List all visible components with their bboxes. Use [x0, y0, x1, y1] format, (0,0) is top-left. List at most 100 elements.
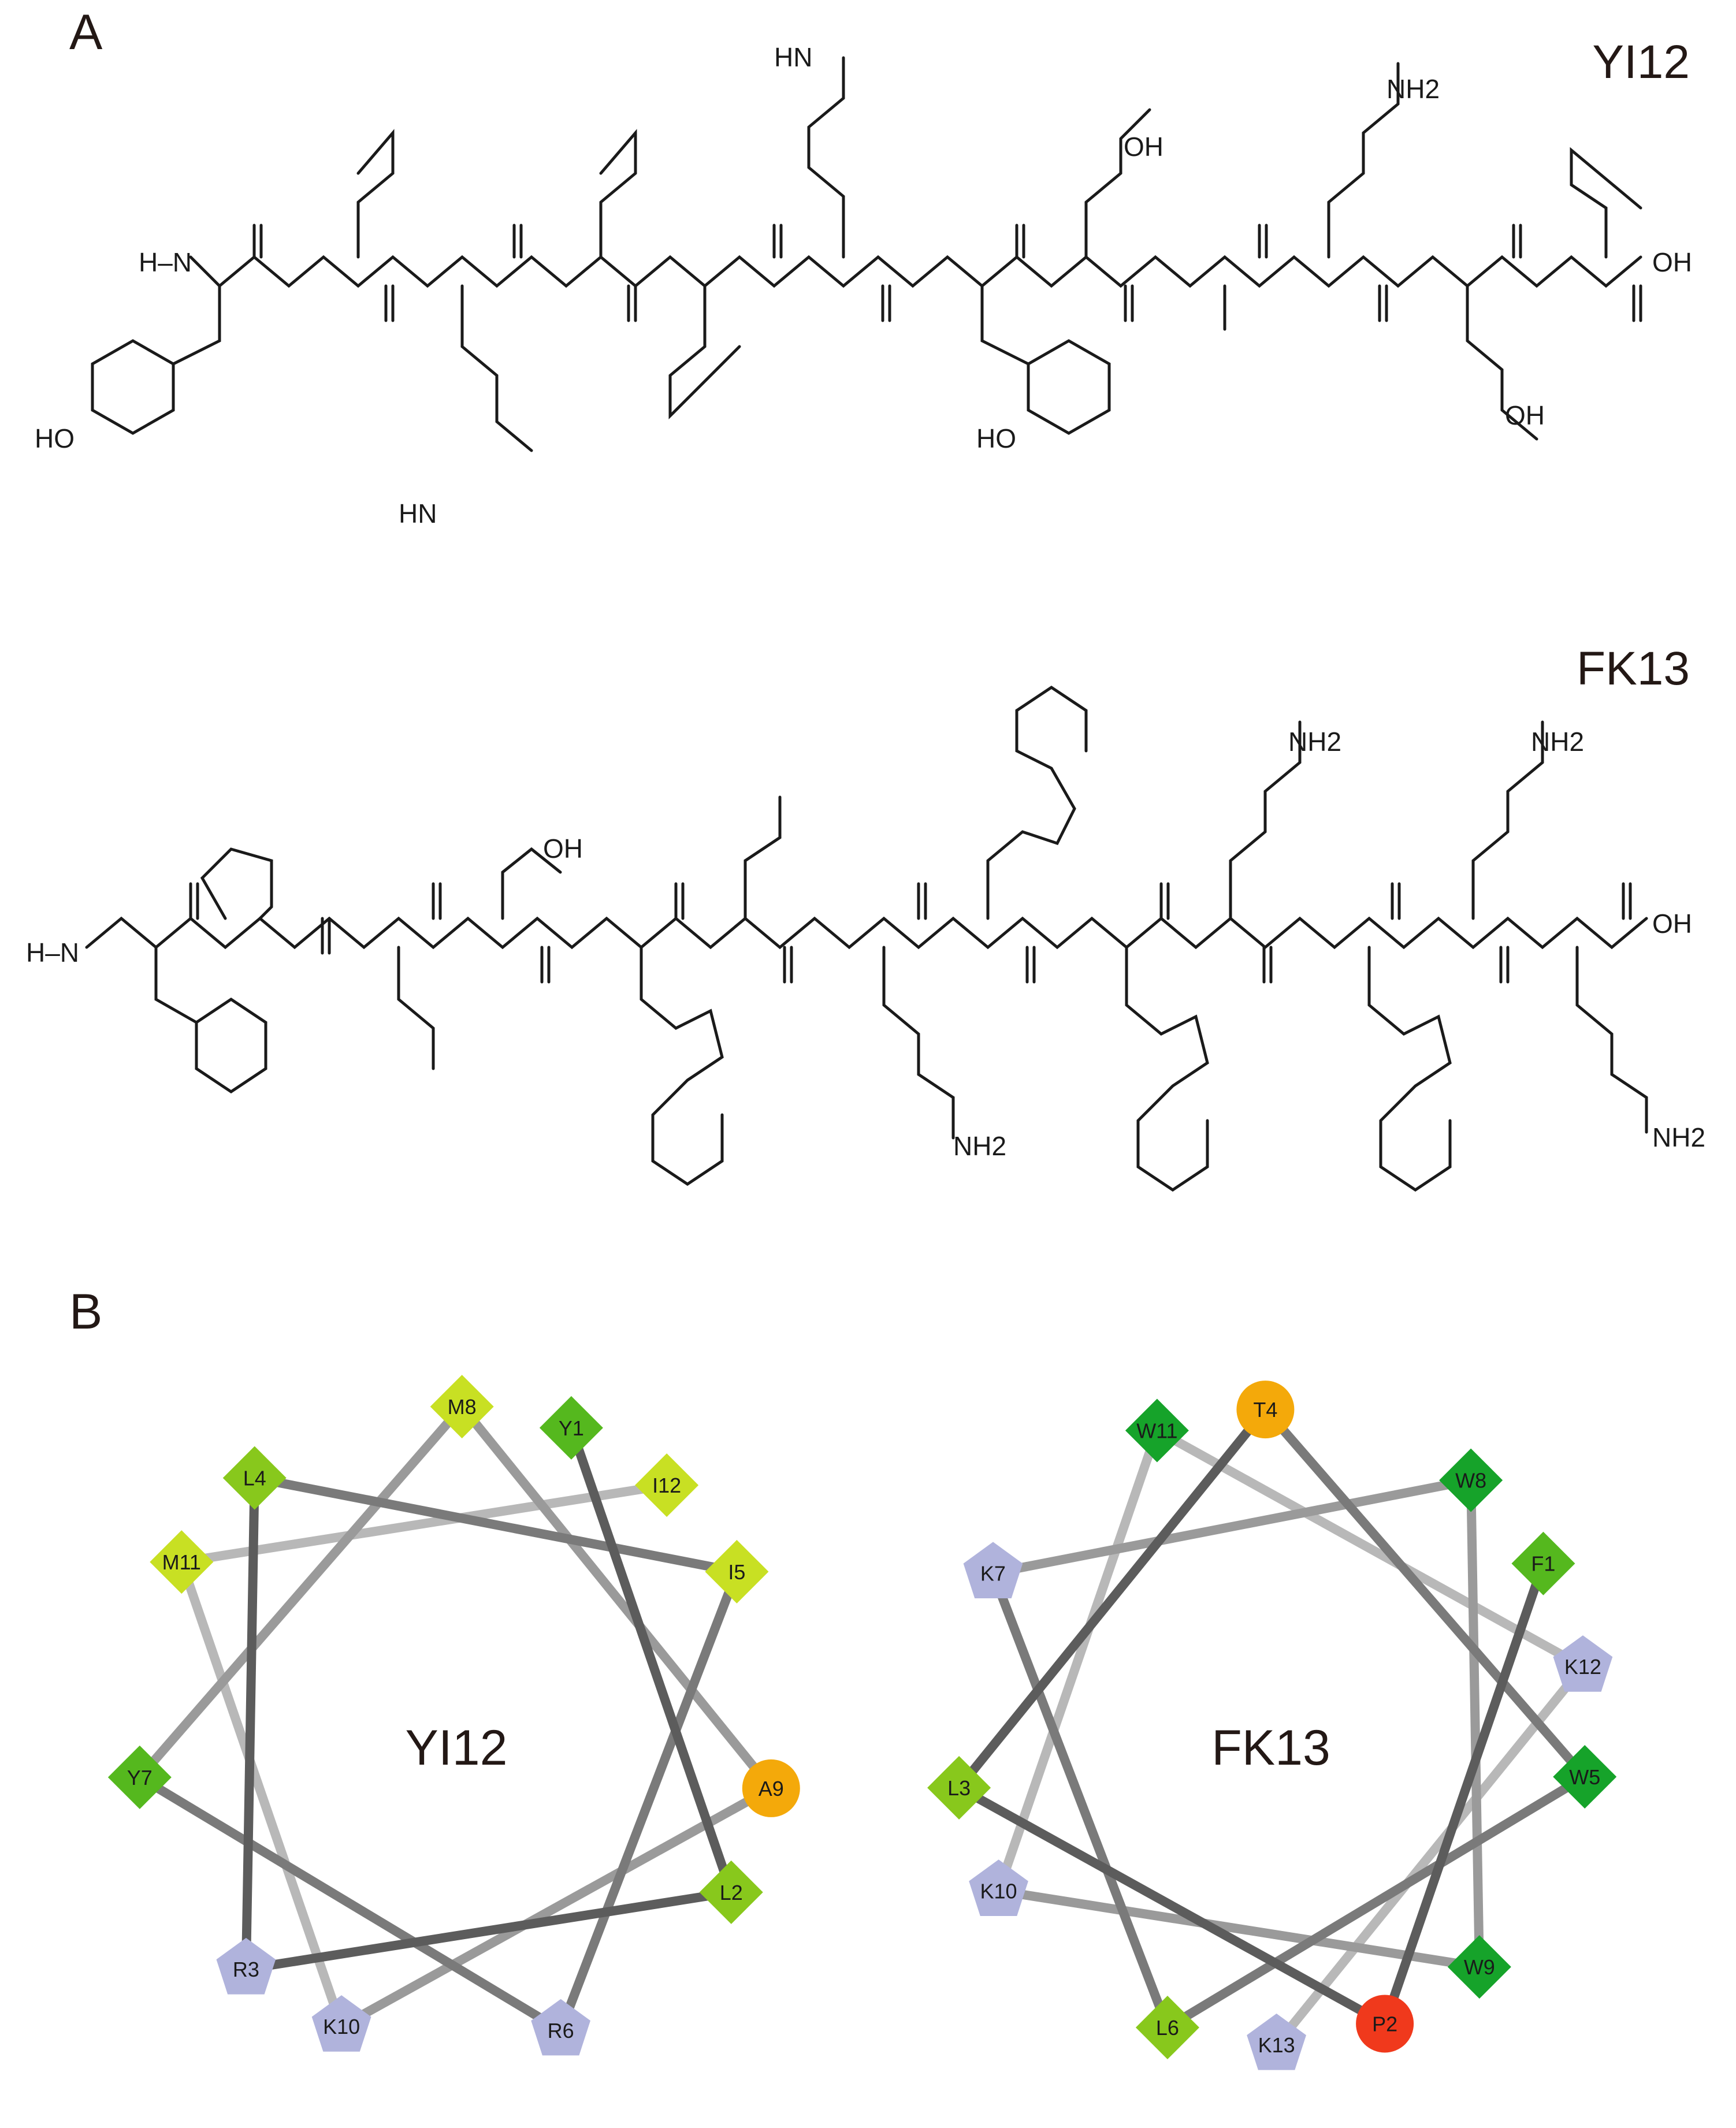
residue-label: T4: [1253, 1398, 1277, 1422]
atom-label: OH: [1124, 132, 1163, 162]
residue-node-k12: [1553, 1635, 1613, 1692]
atom-label: NH2: [1288, 727, 1341, 757]
structure-title-yi12: YI12: [1592, 36, 1690, 88]
residue-node-l6: [1135, 1996, 1199, 2060]
residue-node-r3: [216, 1937, 276, 1995]
wheel-bond: [1152, 1426, 1588, 1672]
residue-label: L2: [720, 1881, 743, 1904]
atom-label: HO: [976, 423, 1016, 453]
residue-node-i5: [705, 1539, 769, 1604]
residue-label: K10: [980, 1879, 1017, 1903]
atom-label: OH: [1652, 909, 1692, 939]
residue-node-p2: [1356, 1995, 1414, 2053]
atom-label: NH2: [953, 1131, 1006, 1161]
residue-label: R3: [233, 1958, 259, 1981]
wheel-bond: [135, 1402, 467, 1782]
wheel-bond: [994, 1426, 1162, 1896]
residue-label: M8: [448, 1395, 477, 1419]
structure-title-fk13: FK13: [1577, 642, 1690, 695]
residue-label: L6: [1156, 2016, 1179, 2040]
residue-node-l2: [699, 1860, 763, 1924]
residue-label: L4: [243, 1467, 266, 1490]
residue-node-y1: [539, 1396, 603, 1460]
residue-label: M11: [162, 1550, 201, 1574]
wheel-bond: [241, 1887, 736, 1974]
residue-node-y7: [107, 1745, 172, 1809]
residue-label: W5: [1569, 1765, 1600, 1789]
wheel-bond: [566, 1423, 736, 1897]
atom-label: HN: [399, 498, 437, 529]
residue-label: Y7: [127, 1766, 153, 1790]
residue-label: K10: [323, 2015, 360, 2038]
residue-node-w9: [1447, 1935, 1511, 1999]
residue-node-k10: [969, 1859, 1028, 1916]
panel-label-a: A: [69, 5, 103, 60]
atom-label: OH: [1652, 247, 1692, 277]
panel-label-b: B: [69, 1284, 102, 1340]
wheel-bond: [994, 1886, 1484, 1972]
residue-label: I5: [728, 1560, 745, 1584]
residue-label: W11: [1136, 1419, 1177, 1443]
wheel-bond: [1162, 1772, 1590, 2033]
atom-label: H–N: [26, 937, 79, 968]
residue-label: P2: [1372, 2012, 1397, 2036]
residue-label: I12: [652, 1474, 681, 1497]
wheel-bond: [1466, 1475, 1484, 1972]
residue-label: W9: [1464, 1955, 1495, 1979]
wheel-bond: [177, 1480, 672, 1567]
residue-node-k7: [963, 1542, 1023, 1598]
atom-label: NH2: [1652, 1122, 1705, 1152]
structure-yi12: HO H–N HO HN HN OH OH NH2 OH: [35, 42, 1692, 529]
wheel-bond: [457, 1402, 776, 1793]
atom-label: HO: [35, 423, 75, 453]
wheel-bond: [241, 1473, 259, 1974]
residue-label: K12: [1564, 1655, 1601, 1679]
residue-node-f1: [1511, 1531, 1575, 1595]
residue-node-a9: [742, 1759, 800, 1817]
wheel-bond: [556, 1567, 742, 2035]
residue-node-k10: [311, 1995, 371, 2052]
wheel-bond: [177, 1557, 347, 2032]
residue-node-t4: [1236, 1381, 1295, 1439]
wheel-bond: [954, 1783, 1390, 2029]
residue-node-m8: [430, 1375, 494, 1439]
wheel-bond: [954, 1405, 1270, 1792]
residue-label: K7: [980, 1561, 1006, 1585]
wheel-bond: [1380, 1558, 1548, 2029]
residue-node-l3: [927, 1755, 991, 1820]
wheel-bond: [250, 1473, 742, 1576]
wheel-bond: [1261, 1405, 1590, 1782]
residue-label: F1: [1531, 1552, 1555, 1576]
atom-label: OH: [543, 834, 583, 864]
residue-node-w11: [1125, 1398, 1189, 1463]
residue-node-k13: [1247, 2013, 1306, 2070]
residue-label: R6: [548, 2019, 574, 2043]
structure-fk13: H–N OH NH2 NH2 NH2 NH2 OH: [26, 685, 1705, 1192]
atom-label: NH2: [1386, 74, 1440, 104]
atom-label: NH2: [1531, 727, 1584, 757]
wheel-title-yi12: YI12: [406, 1720, 508, 1776]
wheel-bond: [337, 1783, 776, 2032]
residue-node-r6: [531, 1999, 590, 2056]
wheel-bond: [135, 1772, 566, 2035]
atom-label: H–N: [139, 247, 192, 277]
residue-node-l4: [222, 1446, 287, 1510]
residue-label: K13: [1258, 2033, 1295, 2057]
residue-node-w8: [1439, 1448, 1503, 1512]
residue-label: W8: [1455, 1469, 1486, 1493]
atom-label: HN: [774, 42, 812, 72]
wheel-bond: [988, 1475, 1476, 1578]
wheel-bond: [988, 1568, 1172, 2033]
wheel-title-fk13: FK13: [1211, 1720, 1330, 1776]
residue-label: A9: [759, 1777, 784, 1800]
residue-label: Y1: [559, 1416, 584, 1440]
residue-label: L3: [947, 1776, 971, 1800]
residue-node-m11: [150, 1530, 214, 1594]
atom-label: OH: [1505, 400, 1545, 430]
wheel-bond: [1272, 1662, 1588, 2049]
residue-node-w5: [1553, 1745, 1617, 1809]
